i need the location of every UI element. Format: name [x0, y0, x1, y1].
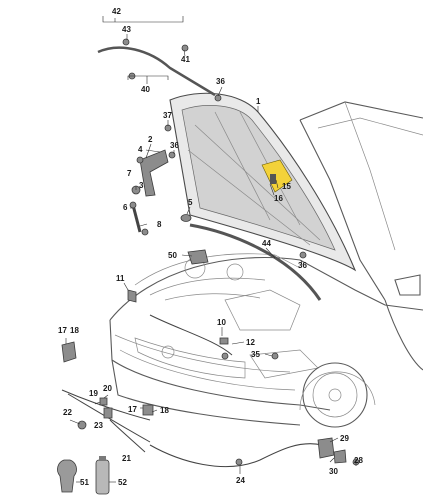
callout-37: 37 [163, 111, 172, 120]
callout-43: 43 [122, 25, 131, 34]
callout-1: 1 [256, 97, 261, 106]
car-body [109, 101, 423, 428]
callout-15: 15 [282, 182, 291, 191]
callout-36-seal: 36 [298, 261, 307, 270]
callout-44: 44 [262, 239, 271, 248]
seal-strip [189, 223, 322, 301]
callout-40: 40 [141, 85, 150, 94]
callout-30: 30 [329, 467, 338, 476]
callout-21: 21 [122, 454, 131, 463]
callout-18-left: 18 [70, 326, 79, 335]
callout-2: 2 [148, 135, 153, 144]
callout-16: 16 [274, 194, 283, 203]
callout-22: 22 [63, 408, 72, 417]
callout-6: 6 [123, 203, 128, 212]
callout-29: 29 [340, 434, 349, 443]
callout-36-mid: 36 [170, 141, 179, 150]
callout-52: 52 [118, 478, 127, 487]
callout-42: 42 [112, 7, 121, 16]
callout-41: 41 [181, 55, 190, 64]
callout-19: 19 [89, 389, 98, 398]
callout-24: 24 [236, 476, 245, 485]
callout-50: 50 [168, 251, 177, 260]
callout-17b: 17 [128, 405, 137, 414]
callout-20: 20 [103, 384, 112, 393]
callout-28: 28 [354, 456, 363, 465]
callout-35: 35 [251, 350, 260, 359]
callout-8: 8 [157, 220, 162, 229]
loose-parts [57, 38, 360, 495]
callout-23: 23 [94, 421, 103, 430]
callout-17: 17 [58, 326, 67, 335]
callout-36-top: 36 [216, 77, 225, 86]
callout-5: 5 [188, 198, 193, 207]
callout-12: 12 [246, 338, 255, 347]
callout-labels: 42 43 41 40 36 1 37 36 2 4 7 3 6 5 8 15 … [58, 7, 363, 487]
callout-4: 4 [138, 145, 143, 154]
callout-7: 7 [127, 169, 132, 178]
callout-51: 51 [80, 478, 89, 487]
callout-3: 3 [139, 181, 144, 190]
leader-lines [65, 16, 357, 483]
callout-11: 11 [116, 274, 125, 283]
callout-10: 10 [217, 318, 226, 327]
callout-18-right: 18 [160, 406, 169, 415]
bonnet [169, 92, 357, 272]
